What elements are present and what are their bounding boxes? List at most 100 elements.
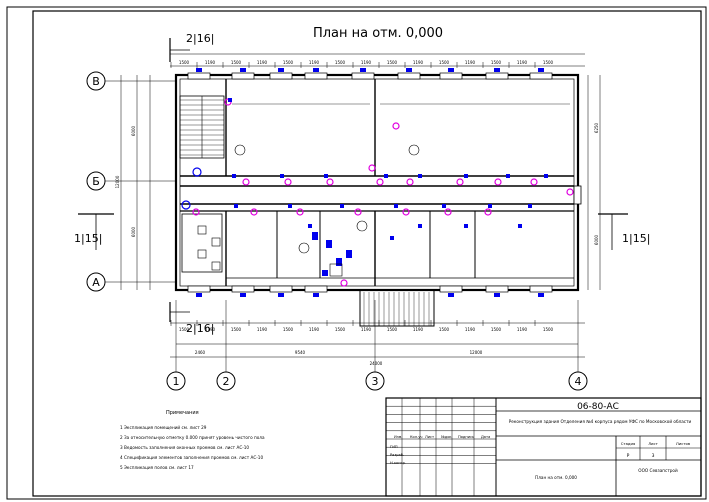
stage-header-2: Лист (648, 441, 658, 446)
dim-opening-bottom: 1500 (543, 327, 554, 332)
tb-role-2: Разраб. (390, 453, 404, 457)
utility-marker (494, 178, 502, 186)
window-north (397, 68, 421, 80)
fixture-mark (280, 174, 284, 178)
organization: ООО Севзапстрой (638, 468, 678, 473)
svg-text:4: 4 (575, 375, 582, 388)
dim-opening-bottom: 1500 (335, 327, 346, 332)
fixture-mark (464, 224, 468, 228)
dim-opening-top: 1500 (231, 60, 242, 65)
utility-marker (566, 188, 574, 196)
dim-opening-top: 1190 (465, 60, 476, 65)
svg-text:3: 3 (372, 375, 379, 388)
stage-value: Р (627, 453, 630, 459)
dim-opening-bottom: 1190 (413, 327, 424, 332)
outer-frame (6, 6, 707, 500)
window-north (231, 68, 255, 80)
fixture-mark (464, 174, 468, 178)
exterior-wall-inner (179, 78, 575, 287)
fixture-mark (418, 174, 422, 178)
dim-opening-bottom: 1190 (205, 327, 216, 332)
stage-header-1: Стадия (621, 441, 636, 446)
dim-opening-top: 1190 (257, 60, 268, 65)
fixture-mark (308, 224, 312, 228)
fixture-mark (528, 204, 532, 208)
dim-opening-bottom: 1500 (179, 327, 190, 332)
entrance-porch (359, 289, 435, 327)
dim-opening-bottom: 1190 (465, 327, 476, 332)
dim-opening-top: 1190 (309, 60, 320, 65)
fixture-mark (394, 204, 398, 208)
section-mark-bottom: 2|16| (169, 302, 214, 335)
tb-header-6: Дата (481, 435, 490, 439)
dim-right-2: 6000 (594, 234, 599, 245)
dim-opening-bottom: 1190 (257, 327, 268, 332)
dim-left-2: 6000 (131, 226, 136, 237)
drawing-code: 06-80-АС (577, 402, 619, 412)
inner-frame (32, 10, 702, 497)
utility-marker (326, 178, 334, 186)
svg-text:В: В (92, 75, 100, 88)
project-name: Реконструкция здания Отделения №4 корпус… (509, 419, 692, 424)
drawing-title: План на отм. 0,000 (313, 26, 443, 41)
dimension-chain-left: 6000 6000 12000 (115, 75, 151, 290)
dim-left-1: 6000 (131, 125, 136, 136)
utility-marker (406, 178, 414, 186)
equipment-cluster (234, 144, 420, 277)
svg-text:Б: Б (92, 175, 100, 188)
dim-opening-top: 1190 (413, 60, 424, 65)
dim-opening-bottom: 1500 (439, 327, 450, 332)
axis-col-4: 4 (568, 300, 588, 391)
tb-header-5: Подпись (458, 435, 474, 439)
utility-marker (402, 208, 410, 216)
dim-opening-bottom: 1500 (387, 327, 398, 332)
tb-header-2: Кол.уч (410, 435, 422, 439)
window-south (231, 285, 255, 297)
utility-marker (530, 178, 538, 186)
window-south (304, 285, 328, 297)
svg-text:А: А (92, 276, 100, 289)
utility-marker (456, 178, 464, 186)
axis-col-1: 1 (166, 300, 186, 391)
tb-header-1: Изм. (394, 435, 402, 439)
side-door (573, 185, 582, 205)
utility-marker (484, 208, 492, 216)
utility-marker (354, 208, 362, 216)
note-2: 2 За относительную отметку 0.000 принят … (120, 435, 265, 440)
window-north (439, 68, 463, 80)
window-south (529, 285, 553, 297)
sheet-number: 3 (652, 453, 655, 459)
utility-marker (242, 178, 250, 186)
fixture-mark (232, 174, 236, 178)
window-north (485, 68, 509, 80)
window-north (351, 68, 375, 80)
dim-opening-bottom: 1500 (491, 327, 502, 332)
fixture-mark (518, 224, 522, 228)
dim-opening-top: 1190 (517, 60, 528, 65)
utility-marker (392, 122, 400, 130)
svg-text:1|15|: 1|15| (622, 232, 650, 245)
dim-overall: 24000 (370, 361, 383, 366)
utility-marker (444, 208, 452, 216)
dim-opening-top: 1500 (543, 60, 554, 65)
section-mark-left: 1|15| (74, 213, 114, 250)
dim-opening-top: 1190 (205, 60, 216, 65)
dim-opening-top: 1500 (283, 60, 294, 65)
dim-segment-2: 9540 (295, 350, 306, 355)
dim-right-1: 6250 (594, 122, 599, 133)
window-south (269, 285, 293, 297)
window-north (187, 68, 211, 80)
svg-text:2|16|: 2|16| (186, 32, 214, 45)
notes-block: Примечания 1 Экспликация помещений см. л… (120, 410, 265, 470)
utility-marker (296, 208, 304, 216)
fixture-mark (288, 204, 292, 208)
fixture-mark (340, 204, 344, 208)
svg-text:1: 1 (173, 375, 180, 388)
title-block (385, 397, 702, 497)
floor-plan (174, 68, 582, 327)
tb-header-3: Лист (425, 435, 434, 439)
dim-opening-bottom: 1190 (309, 327, 320, 332)
dimension-chain-right: 6250 6000 (587, 75, 601, 290)
dim-opening-bottom: 1190 (517, 327, 528, 332)
